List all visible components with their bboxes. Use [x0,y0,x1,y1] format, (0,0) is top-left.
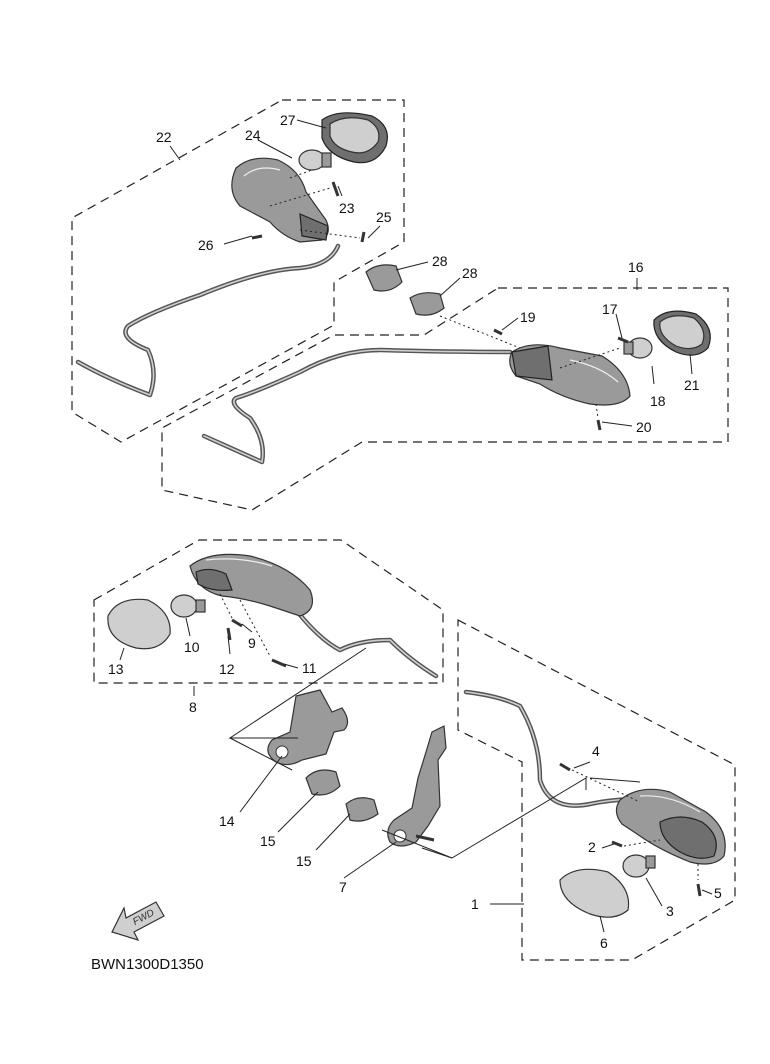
bulb-24 [298,149,326,171]
callout-21: 21 [684,377,700,393]
screw-12 [226,627,232,641]
wire-1 [463,689,643,808]
group-8-outline [93,539,444,684]
callout-24: 24 [245,127,261,143]
callout-1: 1 [471,896,479,912]
callout-5: 5 [714,885,722,901]
callout-15b: 15 [296,853,312,869]
screw-20 [596,419,602,431]
screw-9 [231,618,243,628]
group-1-outline [457,619,736,961]
callout-28b: 28 [462,265,478,281]
lens-6 [559,868,630,918]
screw-4 [559,762,571,772]
bulb-3 [622,854,650,878]
callout-3: 3 [666,903,674,919]
screw-17 [617,336,629,344]
bracket-7 [387,725,447,847]
bracket-14 [267,689,349,766]
callout-11: 11 [302,660,317,676]
callout-4: 4 [592,743,600,759]
callout-13: 13 [108,661,124,677]
callout-27: 27 [280,112,296,128]
screw-25 [360,231,366,243]
grommet-28-lower [409,292,445,316]
assembly-line-8-14 [228,647,367,771]
screw-23 [331,181,340,197]
diagram-code: BWN1300D1350 [91,956,204,973]
screw-19 [493,328,503,336]
callout-15a: 15 [260,833,276,849]
screw-2 [611,840,623,848]
callout-22: 22 [156,129,172,145]
fwd-arrow: FWD [111,901,165,941]
screw-11 [271,658,287,668]
callout-25: 25 [376,209,392,225]
leader-lines [119,119,713,933]
assembly-line-7-1 [381,777,641,859]
group-22-outline [71,99,405,443]
screw-26 [251,234,263,240]
callout-12: 12 [219,661,235,677]
callout-16: 16 [628,259,644,275]
grommet-15-left [305,769,341,796]
callout-28a: 28 [432,253,448,269]
callout-20: 20 [636,419,652,435]
callout-6: 6 [600,935,608,951]
grommet-28-upper [365,264,403,292]
callout-7: 7 [339,879,347,895]
screw-5 [696,883,702,897]
callout-26: 26 [198,237,214,253]
callout-10: 10 [184,639,200,655]
wire-8 [293,607,439,679]
callouts: 1 2 3 4 5 6 7 8 9 10 11 12 13 14 15 15 1… [108,112,722,951]
callout-19: 19 [520,309,536,325]
grommet-15-right [345,797,379,822]
lens-13 [107,598,171,650]
callout-2: 2 [588,839,596,855]
callout-9: 9 [248,635,256,651]
callout-23: 23 [339,200,355,216]
callout-17: 17 [602,301,618,317]
callout-8: 8 [189,699,197,715]
callout-14: 14 [219,813,235,829]
group-16-outline [161,287,729,511]
bulb-10 [170,594,198,618]
callout-18: 18 [650,393,666,409]
